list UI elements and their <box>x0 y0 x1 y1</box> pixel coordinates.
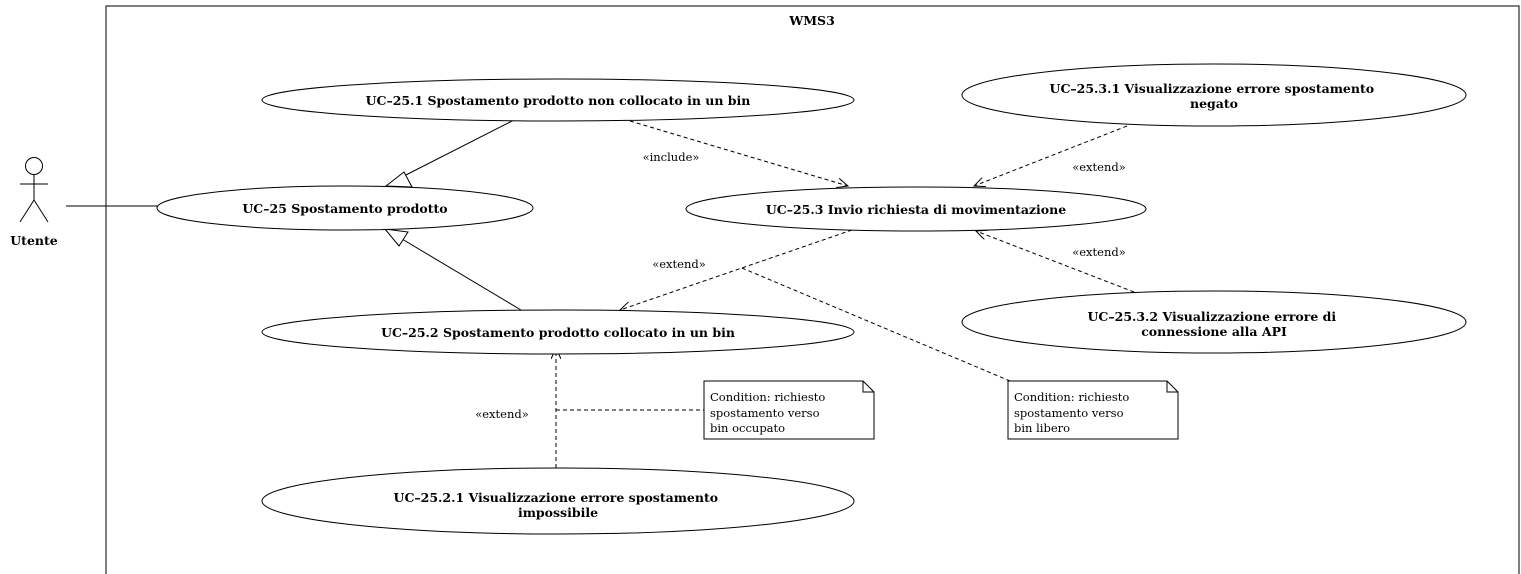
svg-text:UC–25.2.1 Visualizzazione erro: UC–25.2.1 Visualizzazione errore spostam… <box>394 490 723 520</box>
usecase-uc253[interactable]: UC–25.3 Invio richiesta di movimentazion… <box>685 186 1147 232</box>
note-libero-line1: Condition: richiesto <box>1014 390 1129 404</box>
stereotype-extend-uc2521: «extend» <box>475 407 529 421</box>
usecase-uc2521-label-line2: impossibile <box>518 505 598 520</box>
extend-uc2532-uc253 <box>976 231 1135 293</box>
actor-utente[interactable]: Utente <box>10 157 58 249</box>
svg-text:UC–25.3 Invio richiesta di mov: UC–25.3 Invio richiesta di movimentazion… <box>766 202 1066 217</box>
svg-text:Condition: richiesto spo: Condition: richiesto spostamento verso b… <box>1014 390 1133 435</box>
note-occupato-line3: bin occupato <box>710 421 785 435</box>
usecase-uc251-label: UC–25.1 Spostamento prodotto non colloca… <box>366 93 751 108</box>
stereotype-include-uc251: «include» <box>643 150 700 164</box>
usecase-uc25-label: UC–25 Spostamento prodotto <box>242 201 447 216</box>
system-boundary <box>105 5 1520 574</box>
note-occupato-line1: Condition: richiesto <box>710 390 825 404</box>
note-occupato-line2: spostamento verso <box>710 406 820 420</box>
usecase-uc2531-label-line1: UC–25.3.1 Visualizzazione errore spostam… <box>1050 81 1375 96</box>
usecase-uc251[interactable]: UC–25.1 Spostamento prodotto non colloca… <box>261 78 855 122</box>
usecase-uc2531-label-line2: negato <box>1190 96 1238 111</box>
stereotype-extend-uc2531: «extend» <box>1072 160 1126 174</box>
actor-name: Utente <box>10 233 57 248</box>
generalization-uc251-uc25 <box>384 119 515 188</box>
svg-text:UC–25.2 Spostamento prodotto c: UC–25.2 Spostamento prodotto collocato i… <box>381 325 735 340</box>
usecase-uc2521[interactable]: UC–25.2.1 Visualizzazione errore spostam… <box>261 467 855 535</box>
svg-text:UC–25.1 Spostamento prodotto n: UC–25.1 Spostamento prodotto non colloca… <box>366 93 751 108</box>
actor-leg-right <box>33 199 49 223</box>
usecase-uc252-label: UC–25.2 Spostamento prodotto collocato i… <box>381 325 735 340</box>
usecase-uc2532-label-line2: connessione alla API <box>1141 324 1287 339</box>
stereotype-extend-uc2532: «extend» <box>1072 245 1126 259</box>
extend-uc2531-uc253 <box>974 125 1128 186</box>
svg-text:UC–25 Spostamento prodotto: UC–25 Spostamento prodotto <box>242 201 447 216</box>
usecase-uc252[interactable]: UC–25.2 Spostamento prodotto collocato i… <box>261 309 855 355</box>
actor-head <box>25 157 43 175</box>
usecase-uc2532-label-line1: UC–25.3.2 Visualizzazione errore di <box>1088 309 1337 324</box>
usecase-uc2531[interactable]: UC–25.3.1 Visualizzazione errore spostam… <box>961 63 1467 127</box>
system-title: WMS3 <box>788 13 835 28</box>
extend-uc253-uc252 <box>620 229 853 310</box>
usecase-uc253-label: UC–25.3 Invio richiesta di movimentazion… <box>766 202 1066 217</box>
svg-text:UC–25.3.1 Visualizzazione erro: UC–25.3.1 Visualizzazione errore spostam… <box>1050 81 1379 111</box>
generalization-uc252-uc25 <box>383 228 522 311</box>
svg-text:UC–25.3.2 Visualizzazione erro: UC–25.3.2 Visualizzazione errore di conn… <box>1088 309 1341 339</box>
note-bin-libero: Condition: richiesto spostamento verso b… <box>1007 380 1179 440</box>
usecase-uc2532[interactable]: UC–25.3.2 Visualizzazione errore di conn… <box>961 290 1467 354</box>
usecase-uc25[interactable]: UC–25 Spostamento prodotto <box>156 185 534 231</box>
note-libero-line3: bin libero <box>1014 421 1070 435</box>
svg-text:Condition: richiesto spo: Condition: richiesto spostamento verso b… <box>710 390 829 435</box>
usecase-uc2521-label-line1: UC–25.2.1 Visualizzazione errore spostam… <box>394 490 719 505</box>
stereotype-extend-uc253: «extend» <box>652 257 706 271</box>
include-uc251-uc253 <box>629 120 848 186</box>
note-libero-line2: spostamento verso <box>1014 406 1124 420</box>
actor-leg-left <box>19 199 35 223</box>
note-bin-occupato: Condition: richiesto spostamento verso b… <box>703 380 875 440</box>
